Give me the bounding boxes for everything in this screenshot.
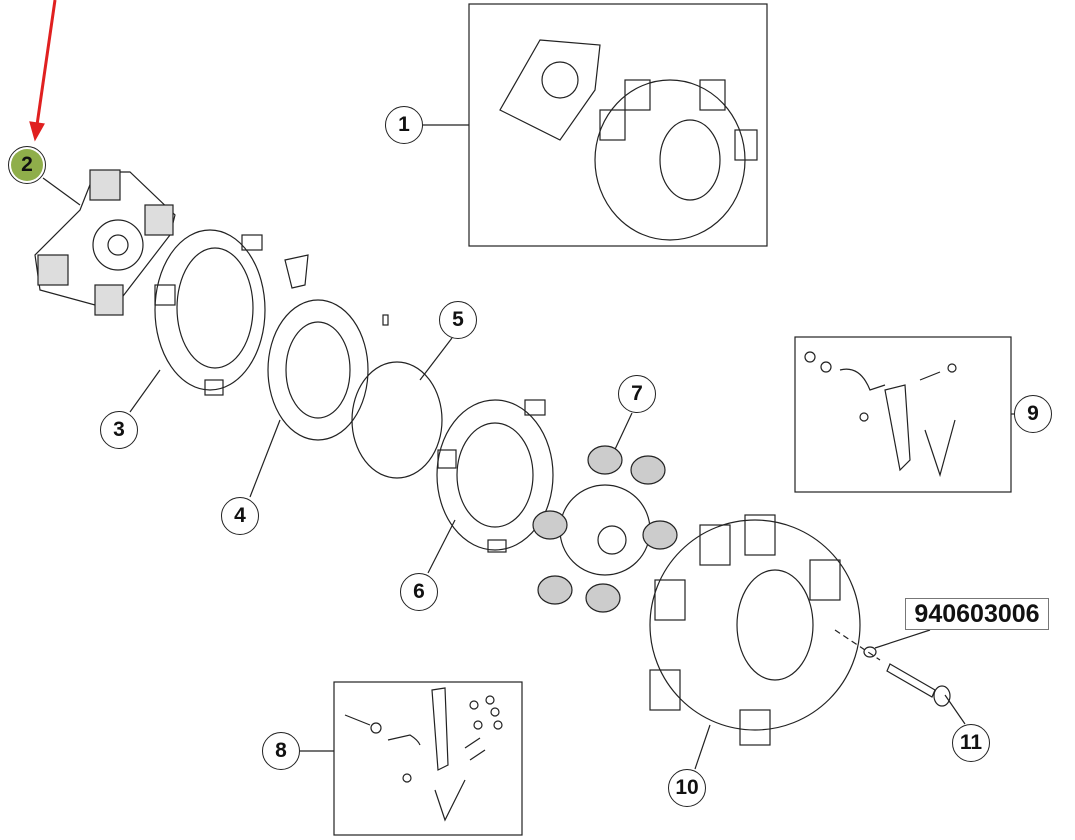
part-number-label[interactable]: 940603006 [905, 598, 1049, 630]
part-6-intermediate-plate [436, 399, 554, 553]
callout-5-label: 5 [452, 308, 464, 331]
callout-3-label: 3 [113, 418, 125, 441]
callout-8[interactable]: 8 [262, 732, 300, 770]
callout-6[interactable]: 6 [400, 573, 438, 611]
callout-9[interactable]: 9 [1014, 395, 1052, 433]
callout-11[interactable]: 11 [952, 724, 990, 762]
callout-1-label: 1 [398, 113, 410, 136]
callout-10-label: 10 [675, 776, 699, 799]
callout-7-label: 7 [631, 382, 643, 405]
part-7-clutch-disc [532, 445, 678, 613]
pointer-arrow-icon [29, 0, 57, 142]
part-3-pressure-plate [154, 229, 309, 396]
part-2-clutch-disc [34, 169, 176, 316]
part-1-assembly [499, 39, 758, 241]
callout-9-label: 9 [1027, 402, 1039, 425]
part-5-o-ring [351, 361, 443, 479]
callout-3[interactable]: 3 [100, 411, 138, 449]
callout-6-label: 6 [413, 580, 425, 603]
callout-2-selected[interactable]: 2 [8, 146, 46, 184]
callout-5[interactable]: 5 [439, 301, 477, 339]
kit-9-inset-box [794, 336, 1012, 493]
callout-11-label: 11 [959, 731, 983, 754]
part-4-friction-plate [267, 299, 389, 441]
kit-8-linkage [344, 687, 503, 822]
kit-8-inset-box [333, 681, 523, 836]
callout-4[interactable]: 4 [221, 497, 259, 535]
callout-1[interactable]: 1 [385, 106, 423, 144]
callout-8-label: 8 [275, 739, 287, 762]
assembly-inset-box [468, 3, 768, 247]
callout-7[interactable]: 7 [618, 375, 656, 413]
callout-10[interactable]: 10 [668, 769, 706, 807]
callout-4-label: 4 [234, 504, 246, 527]
callout-2-label: 2 [11, 149, 43, 181]
part-10-flywheel-housing [649, 514, 861, 746]
part-11-bolt [834, 629, 951, 707]
kit-9-linkage [804, 351, 957, 478]
